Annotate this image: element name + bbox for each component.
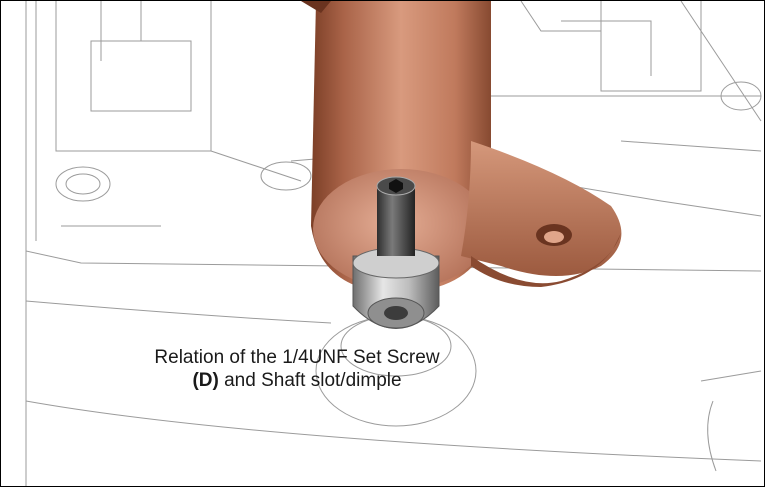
bronze-arm [461, 141, 622, 287]
callout-label: (D) [192, 370, 219, 391]
caption-line-2-text: and Shaft slot/dimple [218, 370, 402, 391]
caption-line-1: Relation of the 1/4UNF Set Screw [154, 347, 440, 368]
set-screw-collar [352, 176, 440, 329]
caption-line-2: (D) and Shaft slot/dimple [97, 369, 497, 392]
figure-caption: Relation of the 1/4UNF Set Screw (D) and… [97, 346, 497, 392]
